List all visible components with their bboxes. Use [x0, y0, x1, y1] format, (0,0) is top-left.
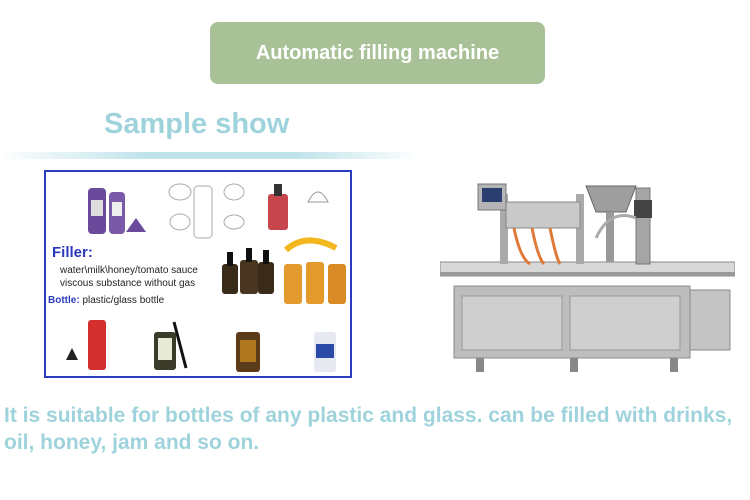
- dropper-bottles-icon: [222, 248, 274, 294]
- purple-bottles-icon: [88, 188, 146, 234]
- bottle-line: Bottle: plastic/glass bottle: [48, 295, 164, 306]
- bottom-bottles-icon: [66, 320, 336, 372]
- sample-products-image: [66, 183, 346, 372]
- sample-panel: Filler: water\milk\honey/tomato sauce vi…: [44, 170, 352, 378]
- section-divider: [0, 152, 420, 159]
- filler-line-1: water\milk\honey/tomato sauce: [60, 265, 198, 276]
- title-banner: Automatic filling machine: [210, 22, 545, 84]
- bottle-label: Bottle:: [48, 295, 80, 306]
- filler-heading: Filler:: [52, 244, 93, 261]
- banner-title: Automatic filling machine: [255, 41, 500, 64]
- clear-caps-icon: [168, 183, 245, 239]
- filler-line-2: viscous substance without gas: [60, 278, 196, 289]
- description-text: It is suitable for bottles of any plasti…: [4, 404, 733, 454]
- red-bottle-icon: [268, 184, 329, 230]
- honey-jars-icon: [283, 237, 346, 304]
- filling-machine-photo: [440, 183, 735, 372]
- section-title: Sample show: [104, 108, 290, 140]
- bottle-value: plastic/glass bottle: [82, 295, 165, 306]
